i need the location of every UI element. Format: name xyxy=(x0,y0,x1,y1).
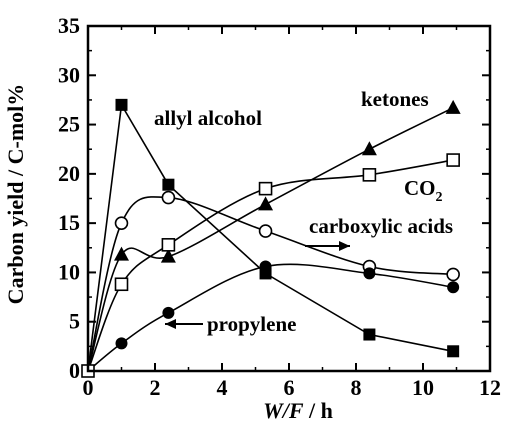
point-ketones xyxy=(445,99,461,114)
y-tick-label: 20 xyxy=(58,161,80,186)
point-ketones xyxy=(361,141,377,156)
arrow-carboxylic-acids-head xyxy=(339,241,350,251)
point-allyl-alcohol xyxy=(115,98,128,111)
label-allyl-alcohol: allyl alcohol xyxy=(154,106,262,130)
label-propylene: propylene xyxy=(207,312,296,336)
curve-ketones xyxy=(87,107,454,372)
arrow-propylene-head xyxy=(165,319,176,329)
point-carboxylic-acids xyxy=(114,216,129,230)
tick-labels: 0 2 4 6 8 10 12 0 5 10 15 20 25 30 35 xyxy=(58,13,501,400)
point-co2 xyxy=(446,153,460,167)
point-allyl-alcohol xyxy=(363,328,376,341)
point-allyl-alcohol xyxy=(447,345,460,358)
curve-co2 xyxy=(87,159,454,372)
x-tick-label: 4 xyxy=(217,375,228,400)
label-co2-subscript: 2 xyxy=(436,190,443,205)
y-axis-title: Carbon yield / C-mol% xyxy=(3,84,28,305)
x-tick-label: 10 xyxy=(412,375,434,400)
x-tick-label: 6 xyxy=(284,375,295,400)
point-carboxylic-acids xyxy=(258,224,273,238)
y-tick-label: 15 xyxy=(58,210,80,235)
x-tick-label: 8 xyxy=(351,375,362,400)
point-ketones xyxy=(114,246,129,261)
label-ketones: ketones xyxy=(361,87,429,111)
arrow-carboxylic-acids xyxy=(305,241,350,251)
y-tick-label: 35 xyxy=(58,13,80,38)
label-co2-base: CO xyxy=(404,176,436,200)
x-tick-label: 0 xyxy=(83,375,94,400)
x-tick-label: 2 xyxy=(150,375,161,400)
point-carboxylic-acids xyxy=(446,267,460,282)
axes xyxy=(86,24,492,373)
x-axis-title-variable: W/F xyxy=(263,398,304,423)
point-ketones xyxy=(160,248,176,263)
label-co2: CO2 xyxy=(404,176,443,205)
point-ketones xyxy=(258,196,274,211)
point-co2 xyxy=(161,238,176,252)
point-allyl-alcohol xyxy=(162,178,175,191)
point-co2 xyxy=(114,277,129,292)
point-carboxylic-acids xyxy=(161,190,176,205)
label-carboxylic-acids: carboxylic acids xyxy=(309,214,453,238)
series-markers xyxy=(81,98,461,378)
x-tick-label: 12 xyxy=(479,375,501,400)
y-tick-label: 0 xyxy=(69,358,80,383)
point-propylene xyxy=(259,260,272,273)
curve-allyl-alcohol xyxy=(87,102,454,372)
y-tick-label: 25 xyxy=(58,112,80,137)
y-tick-label: 30 xyxy=(58,62,80,87)
point-co2 xyxy=(362,168,377,182)
y-tick-label: 10 xyxy=(58,259,80,284)
x-axis-title-unit: / h xyxy=(304,398,333,423)
point-propylene xyxy=(115,337,128,350)
y-tick-label: 5 xyxy=(69,309,80,334)
point-propylene xyxy=(162,306,175,319)
arrow-propylene xyxy=(165,319,203,329)
point-propylene xyxy=(363,267,376,280)
x-axis-title: W/F / h xyxy=(263,398,333,423)
point-co2 xyxy=(258,181,273,196)
point-propylene xyxy=(447,281,460,294)
